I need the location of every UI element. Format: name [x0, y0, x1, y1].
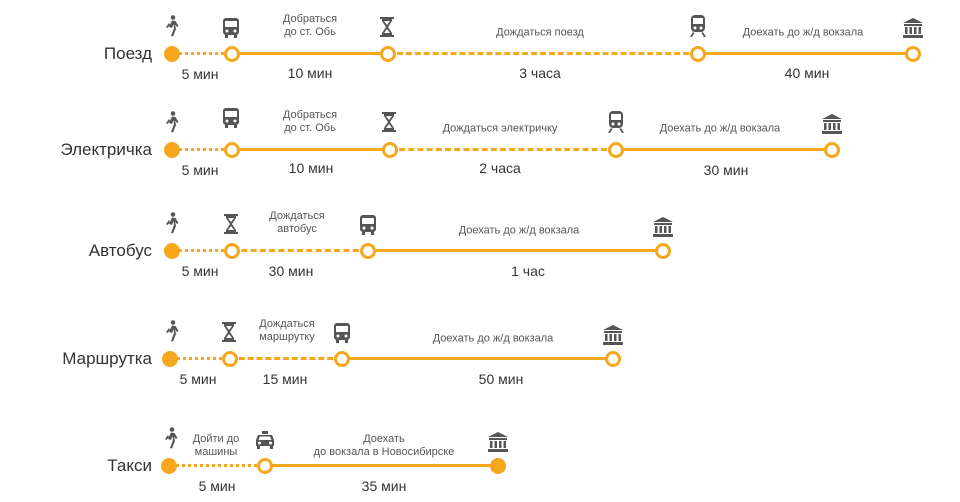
track-ride — [342, 357, 613, 360]
track-ride — [232, 148, 390, 151]
stop-node — [690, 46, 706, 62]
track-walk — [169, 464, 265, 467]
track-walk — [172, 52, 232, 55]
end-node — [655, 243, 671, 259]
duration-label: 5 мин — [181, 66, 219, 82]
segment-label: Дождаться поезд — [496, 26, 584, 39]
route-name: Поезд — [103, 44, 152, 63]
walk-icon — [164, 320, 180, 342]
end-node — [490, 458, 506, 474]
station-icon — [603, 325, 623, 345]
walk-icon — [163, 427, 179, 449]
segment-label: Доехать до ж/д вокзала — [432, 332, 554, 345]
track-wait — [232, 249, 368, 252]
duration-label: 5 мин — [198, 478, 236, 494]
stop-node — [257, 458, 273, 474]
start-node — [164, 142, 180, 158]
end-node — [605, 351, 621, 367]
hourglass-icon — [222, 322, 236, 342]
stop-node — [382, 142, 398, 158]
duration-label: 10 мин — [287, 65, 333, 81]
route-poezd: Поезд Добраться до ст. Обь Дождаться пое… — [0, 0, 960, 90]
duration-label: 30 мин — [268, 263, 314, 279]
stop-node — [224, 243, 240, 259]
track-wait — [390, 148, 616, 151]
segment-label: Доехать до ж/д вокзала — [659, 122, 781, 135]
station-icon — [822, 114, 842, 134]
station-icon — [488, 432, 508, 452]
stop-node — [224, 142, 240, 158]
duration-label: 3 часа — [519, 65, 561, 81]
start-node — [161, 458, 177, 474]
stop-node — [608, 142, 624, 158]
track-wait — [230, 357, 342, 360]
start-node — [164, 243, 180, 259]
walk-icon — [164, 15, 180, 37]
route-taksi: Такси Дойти до машины Доехать до вокзала… — [0, 412, 960, 502]
start-node — [164, 46, 180, 62]
train-icon — [689, 14, 707, 38]
station-icon — [653, 217, 673, 237]
route-avtobus: Автобус Дождаться автобус Доехать до ж/д… — [0, 197, 960, 287]
segment-label: Дождаться электричку — [442, 122, 558, 135]
duration-label: 40 мин — [784, 65, 830, 81]
duration-label: 1 час — [511, 263, 545, 279]
track-ride — [698, 52, 913, 55]
route-name: Автобус — [88, 241, 152, 260]
duration-label: 30 мин — [703, 162, 749, 178]
route-marshrutka: Маршрутка Дождаться маршрутку Доехать до… — [0, 305, 960, 395]
train-icon — [607, 110, 625, 134]
segment-label: Добраться до ст. Обь — [282, 109, 338, 134]
segment-label: Доехать до вокзала в Новосибирске — [313, 433, 455, 458]
station-icon — [903, 18, 923, 38]
track-walk — [170, 357, 230, 360]
stop-node — [334, 351, 350, 367]
start-node — [162, 351, 178, 367]
duration-label: 35 мин — [361, 478, 407, 494]
track-walk — [172, 148, 232, 151]
track-ride — [616, 148, 832, 151]
route-name: Электричка — [60, 140, 152, 159]
hourglass-icon — [380, 17, 394, 37]
bus-icon — [359, 214, 377, 236]
duration-label: 50 мин — [478, 371, 524, 387]
duration-label: 5 мин — [181, 263, 219, 279]
hourglass-icon — [224, 214, 238, 234]
stop-node — [222, 351, 238, 367]
walk-icon — [164, 111, 180, 133]
track-ride — [368, 249, 663, 252]
walk-icon — [164, 212, 180, 234]
duration-label: 2 часа — [479, 160, 521, 176]
segment-label: Доехать до ж/д вокзала — [742, 26, 864, 39]
stop-node — [224, 46, 240, 62]
segment-label: Добраться до ст. Обь — [282, 13, 338, 38]
bus-icon — [333, 322, 351, 344]
end-node — [905, 46, 921, 62]
duration-label: 5 мин — [181, 162, 219, 178]
route-name: Маршрутка — [62, 349, 152, 368]
route-elektrichka: Электричка Добраться до ст. Обь Дождатьс… — [0, 96, 960, 186]
segment-label: Дождаться автобус — [269, 210, 325, 235]
track-wait — [388, 52, 698, 55]
stop-node — [380, 46, 396, 62]
duration-label: 5 мин — [179, 371, 217, 387]
hourglass-icon — [382, 112, 396, 132]
duration-label: 15 мин — [262, 371, 308, 387]
bus-icon — [222, 107, 240, 129]
route-name: Такси — [107, 456, 152, 475]
stop-node — [360, 243, 376, 259]
segment-label: Доехать до ж/д вокзала — [458, 224, 580, 237]
end-node — [824, 142, 840, 158]
taxi-icon — [254, 431, 276, 449]
track-ride — [232, 52, 388, 55]
segment-label: Дождаться маршрутку — [259, 318, 315, 343]
bus-icon — [222, 17, 240, 39]
segment-label: Дойти до машины — [192, 433, 240, 458]
duration-label: 10 мин — [288, 160, 334, 176]
track-ride — [265, 464, 498, 467]
track-walk — [172, 249, 232, 252]
